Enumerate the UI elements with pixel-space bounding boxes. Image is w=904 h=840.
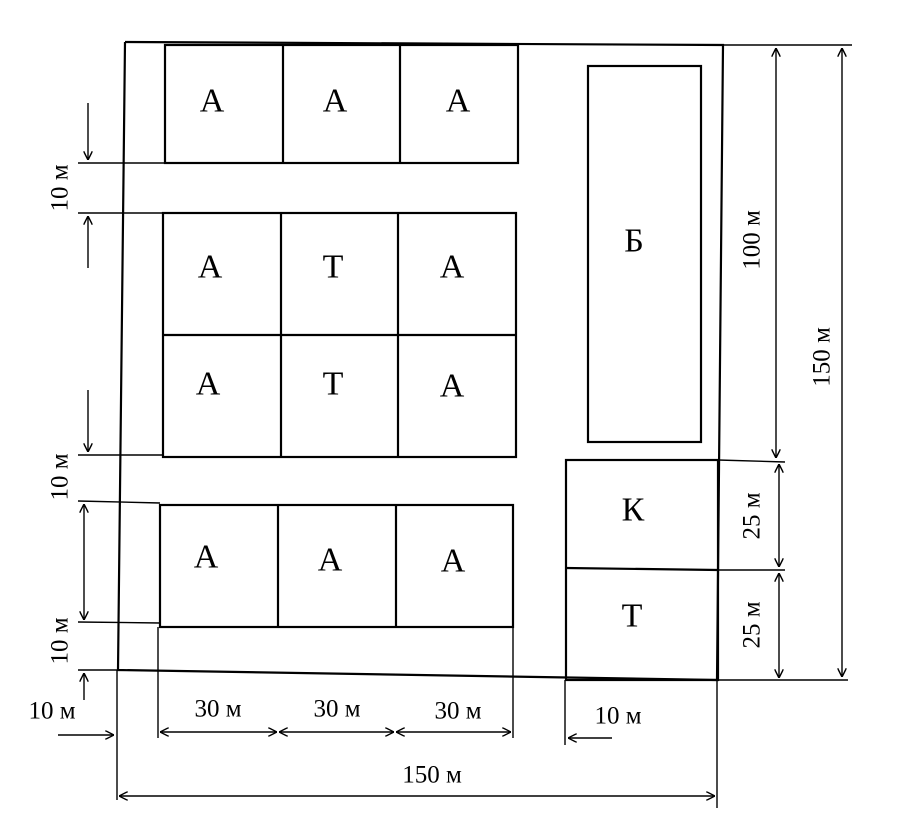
plot-label: А — [323, 83, 348, 120]
plot-label: А — [441, 543, 466, 580]
building-b-label: Б — [624, 223, 644, 260]
dim-t-height: 25 м — [739, 601, 766, 648]
dim-left-margin: 10 м — [28, 698, 75, 725]
plot-label: Т — [323, 249, 344, 286]
dim-plot-width: 30 м — [313, 696, 360, 723]
dim-right-gap: 10 м — [594, 703, 641, 730]
plot-label: А — [200, 83, 225, 120]
plot-label: Т — [323, 366, 344, 403]
extension-lines — [77, 44, 852, 808]
plot-label: А — [318, 542, 343, 579]
building-t-label: Т — [622, 598, 643, 635]
dimension-labels: 10 м 10 м 10 м 10 м 30 м 30 м 30 м 10 м … — [28, 164, 835, 788]
building-k-label: К — [622, 492, 645, 529]
plot-block-row1 — [163, 43, 520, 165]
dim-total-width: 150 м — [402, 762, 462, 789]
plot-label: А — [196, 366, 221, 403]
plot-block-row4 — [158, 503, 515, 629]
dim-total-height: 150 м — [809, 327, 836, 387]
dim-plot-width: 30 м — [434, 698, 481, 725]
dim-gap-middle: 10 м — [47, 453, 74, 500]
plot-label: А — [446, 83, 471, 120]
plot-label: А — [194, 539, 219, 576]
plot-label: А — [440, 368, 465, 405]
building-b — [586, 64, 703, 444]
dim-gap-top: 10 м — [47, 164, 74, 211]
plot-labels: А А А А Т А А Т А А А А Б К Т — [194, 83, 645, 635]
dim-b-height: 100 м — [739, 210, 766, 270]
plot-label: А — [198, 249, 223, 286]
plot-label: А — [440, 249, 465, 286]
plot-block-row2-3 — [161, 211, 518, 459]
dim-gap-bottom: 10 м — [47, 617, 74, 664]
dim-plot-width: 30 м — [194, 696, 241, 723]
site-boundary — [116, 40, 725, 682]
dim-k-height: 25 м — [739, 492, 766, 539]
dimension-arrows — [58, 48, 842, 796]
